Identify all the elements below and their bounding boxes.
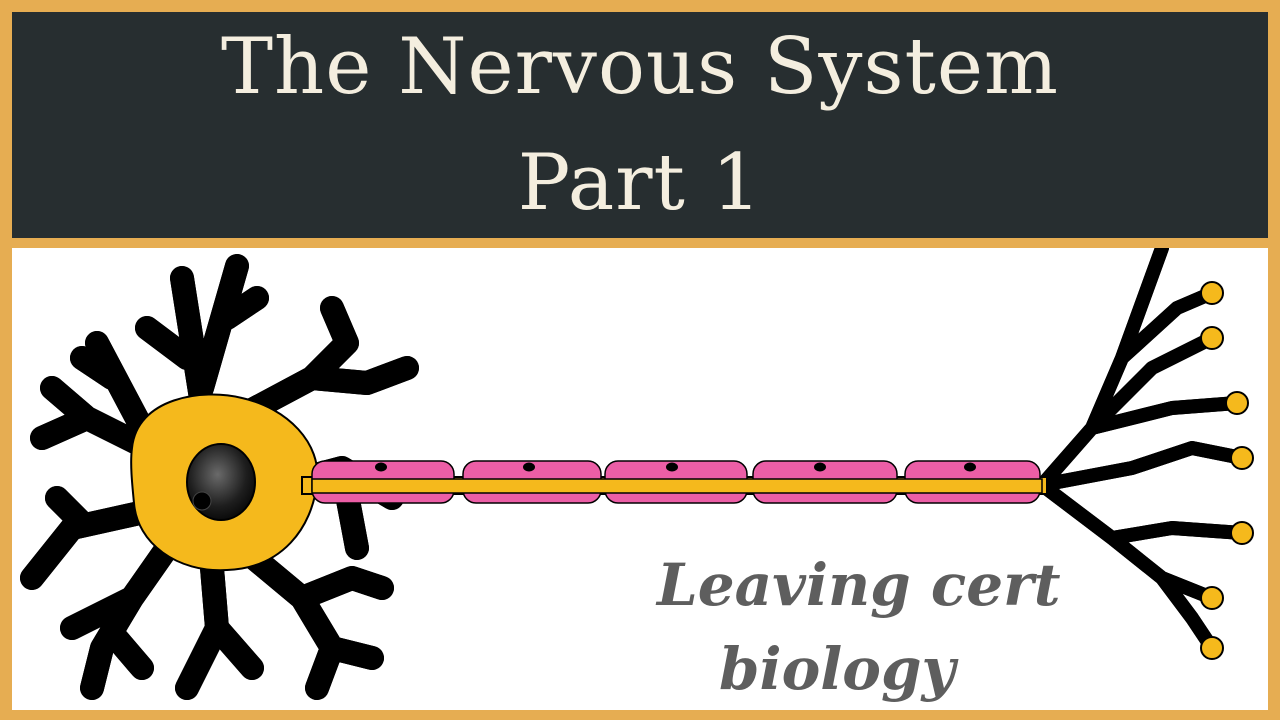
title-banner: The Nervous System Part 1	[12, 12, 1268, 238]
nucleolus	[192, 491, 212, 511]
caption-line-2: biology	[719, 635, 956, 703]
terminal-buttons	[1200, 281, 1254, 660]
title-line-1: The Nervous System	[221, 22, 1059, 112]
myelin-sheath	[311, 460, 1043, 504]
axon-terminal	[1035, 248, 1249, 655]
title-line-2: Part 1	[517, 138, 763, 228]
dendrites	[20, 254, 419, 700]
diagram-panel: Leaving cert biology	[12, 248, 1268, 710]
neuron-diagram	[20, 248, 1254, 700]
caption-line-1: Leaving cert	[657, 551, 1061, 619]
